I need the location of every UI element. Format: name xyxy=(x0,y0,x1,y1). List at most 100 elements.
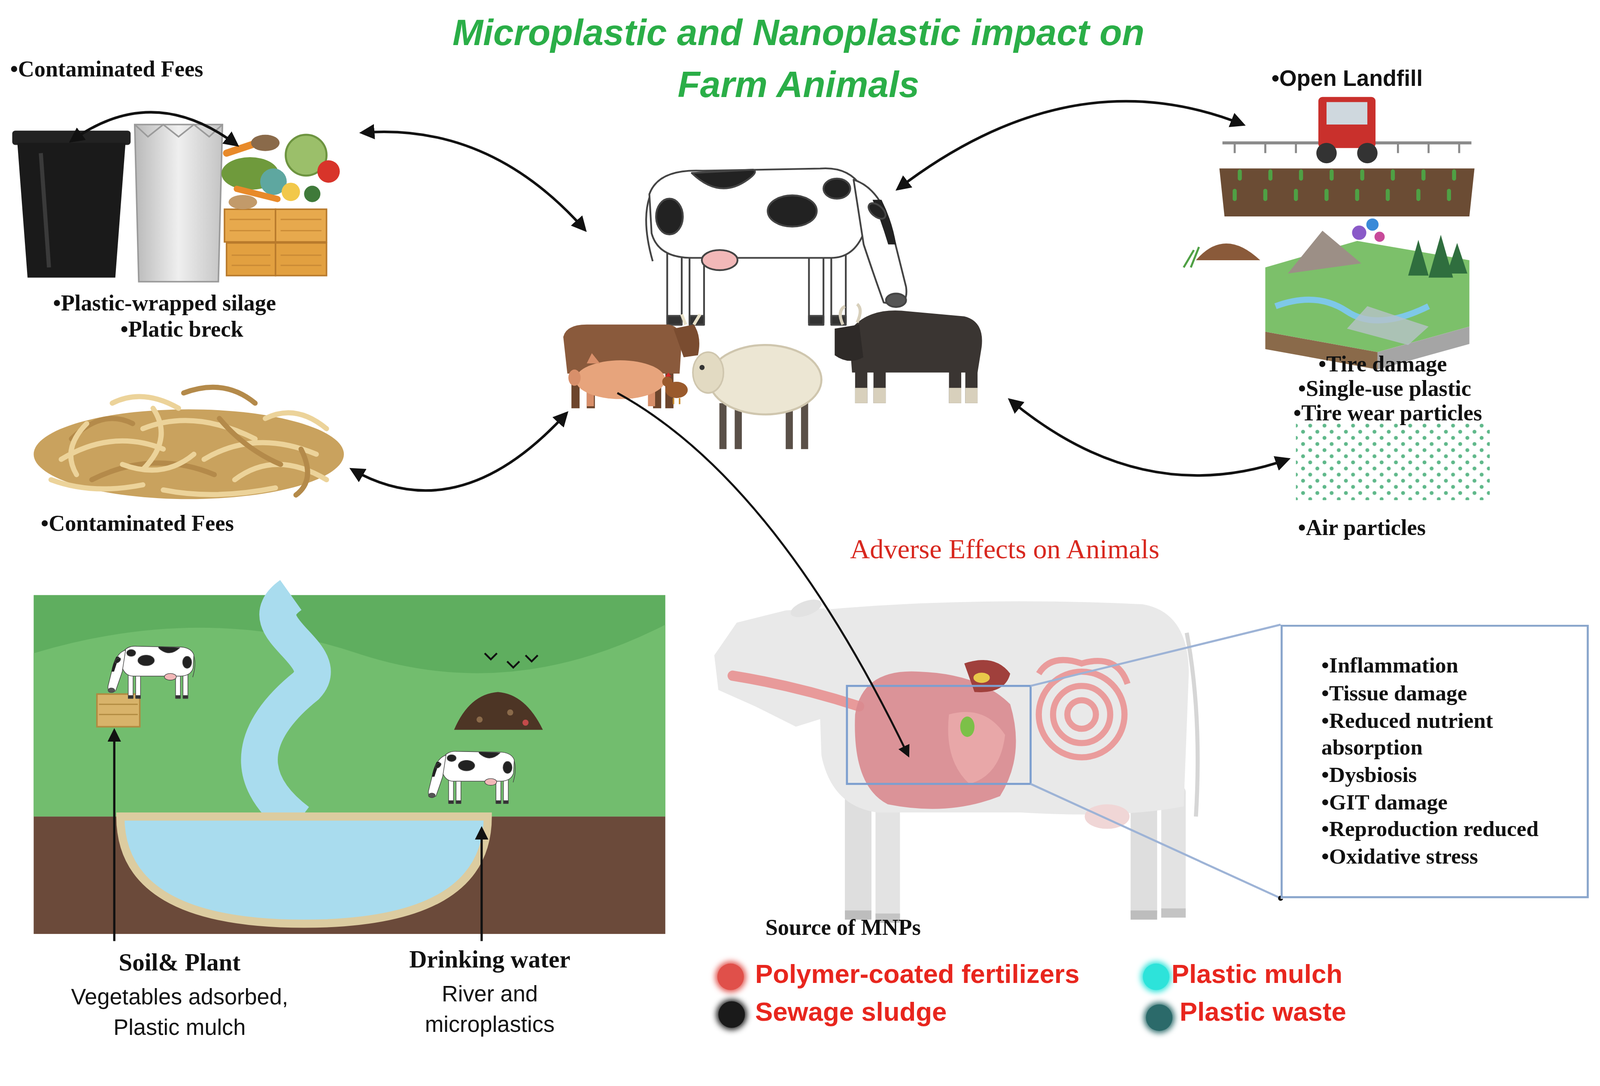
cow-anatomy xyxy=(714,608,829,727)
legend-text: Sewage sludge xyxy=(755,995,947,1028)
sheep xyxy=(801,403,809,450)
straw-pile xyxy=(295,449,308,495)
gaur xyxy=(849,310,983,373)
silage-bag xyxy=(134,124,223,282)
hay-bales xyxy=(229,219,322,266)
cow-anatomy xyxy=(1053,685,1111,743)
legend-text: Plastic waste xyxy=(1179,995,1347,1028)
landscape xyxy=(33,816,665,934)
cow-anatomy xyxy=(1130,910,1158,920)
sheep xyxy=(692,352,724,393)
straw-pile xyxy=(219,418,281,465)
cow-anatomy xyxy=(788,595,824,621)
landscape xyxy=(476,716,483,723)
figure-title: Microplastic and Nanoplastic impact on F… xyxy=(408,6,1189,111)
air-particles xyxy=(1296,423,1491,500)
cow-anatomy xyxy=(1186,632,1198,817)
sprayer-field xyxy=(1316,142,1337,164)
leader-arrow xyxy=(113,730,116,942)
straw-pile xyxy=(33,387,344,500)
figure-label: Vegetables adsorbed, Plastic mulch xyxy=(69,981,290,1043)
straw-pile xyxy=(122,454,194,471)
sprayer-field xyxy=(1357,142,1378,164)
landscape xyxy=(522,719,529,726)
food-waste xyxy=(228,194,258,210)
hen xyxy=(673,397,680,404)
sheep xyxy=(719,403,727,450)
air-particles xyxy=(1296,423,1491,500)
figure-label: River and microplastics xyxy=(382,978,597,1040)
cow-anatomy xyxy=(964,659,1011,693)
landscape xyxy=(428,751,516,804)
food-waste xyxy=(281,182,301,201)
gaur xyxy=(965,387,978,404)
sprayer-field xyxy=(1234,171,1455,199)
pig xyxy=(568,369,581,386)
landscape xyxy=(484,652,538,668)
food-waste xyxy=(251,134,280,152)
landscape xyxy=(120,816,488,924)
leader-arrow xyxy=(114,730,482,942)
figure-label: •Platic breck xyxy=(120,316,243,344)
sprayer-field xyxy=(1234,190,1449,199)
food-waste xyxy=(221,134,341,210)
brown-cow xyxy=(563,314,701,409)
sprayer-field xyxy=(1318,97,1376,149)
gaur xyxy=(834,303,982,404)
gaur xyxy=(949,387,962,404)
figure-label: •Tire wear particles xyxy=(1244,400,1531,428)
silage-bag xyxy=(134,124,223,282)
straw-pile xyxy=(61,440,164,460)
landfill-terrain xyxy=(1351,225,1367,240)
figure-label: Soil& Plant xyxy=(77,947,282,978)
leader-arrow xyxy=(480,828,483,941)
straw-pile xyxy=(51,387,327,495)
effect-item: •Inflammation xyxy=(1321,652,1579,680)
hen xyxy=(665,372,672,377)
figure-label: •Air particles xyxy=(1297,514,1426,542)
landscape xyxy=(33,595,665,817)
cow-anatomy xyxy=(1038,671,1125,758)
figure-label: Source of MNPs xyxy=(765,914,921,942)
farm-animals xyxy=(563,168,982,450)
sprayer-field xyxy=(1239,171,1455,179)
brown-cow xyxy=(681,314,701,325)
feed-bin xyxy=(12,130,131,278)
feed-bin xyxy=(12,130,131,145)
legend-text: Plastic mulch xyxy=(1171,958,1343,990)
effect-item: •GIT damage xyxy=(1321,788,1579,816)
landfill-terrain xyxy=(1275,299,1429,321)
exchange-arrow xyxy=(71,112,237,145)
cow-anatomy xyxy=(847,685,1031,784)
cow-anatomy xyxy=(960,716,975,738)
farm-animals xyxy=(646,168,907,325)
landscape xyxy=(259,595,313,822)
pathway-arrow xyxy=(617,392,908,756)
legend-swatch xyxy=(1145,1004,1173,1031)
landfill-terrain xyxy=(1183,218,1470,370)
effect-item: •Reproduction reduced xyxy=(1321,815,1579,843)
figure-label: •Plastic-wrapped silage xyxy=(53,289,277,317)
landscape xyxy=(107,646,195,699)
brown-cow xyxy=(673,324,700,358)
straw-pile xyxy=(265,412,327,429)
gaur xyxy=(855,387,868,404)
sheep xyxy=(699,364,705,371)
hay-bales xyxy=(226,242,276,276)
straw-pile xyxy=(163,487,276,495)
effect-item: •Oxidative stress xyxy=(1321,842,1579,870)
sprayer-field xyxy=(1219,168,1475,217)
effect-item: •Reduced nutrient absorption xyxy=(1321,706,1579,762)
pig xyxy=(568,352,666,407)
straw-pile xyxy=(33,409,344,499)
feed-bin xyxy=(40,153,49,268)
cow-anatomy xyxy=(1161,907,1186,917)
gaur xyxy=(840,303,861,325)
landscape xyxy=(507,709,514,716)
landfill-terrain xyxy=(1347,306,1429,345)
hay-bales xyxy=(224,209,276,242)
figure-label: •Tire damage xyxy=(1239,351,1526,379)
landscape xyxy=(97,693,140,727)
legend-swatch xyxy=(1142,963,1170,990)
